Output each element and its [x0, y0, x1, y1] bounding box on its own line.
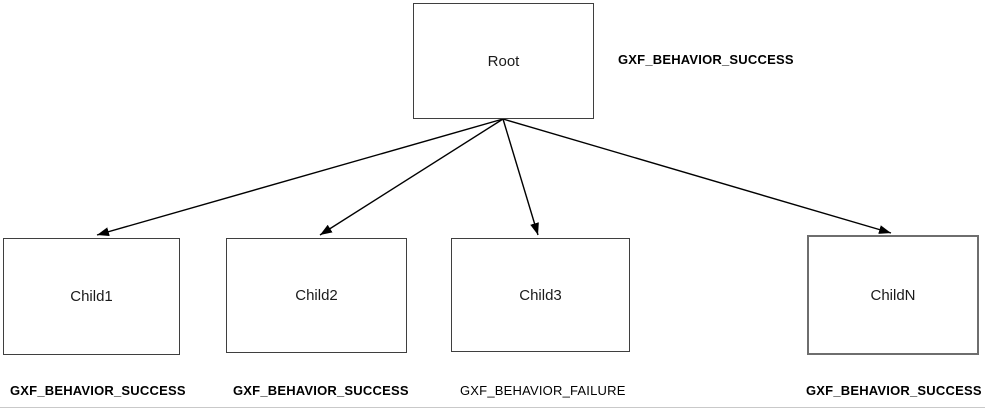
- edge-root-child1: [96, 118, 504, 237]
- node-child3: Child3: [451, 238, 630, 352]
- node-child2-label: Child2: [295, 287, 338, 304]
- node-root-label: Root: [487, 52, 520, 70]
- node-root: Root: [413, 3, 594, 119]
- node-child2: Child2: [226, 238, 407, 353]
- child3-status-label: GXF_BEHAVIOR_FAILURE: [460, 383, 626, 398]
- child1-status-label: GXF_BEHAVIOR_SUCCESS: [10, 383, 186, 398]
- node-childn: ChildN: [807, 235, 979, 355]
- childn-status-label: GXF_BEHAVIOR_SUCCESS: [806, 383, 982, 398]
- edge-root-child3: [502, 118, 539, 236]
- edge-root-childn: [502, 118, 892, 234]
- root-status-label: GXF_BEHAVIOR_SUCCESS: [618, 52, 794, 67]
- child2-status-label: GXF_BEHAVIOR_SUCCESS: [233, 383, 409, 398]
- node-childn-label: ChildN: [870, 286, 916, 304]
- edge-root-child2: [319, 118, 504, 236]
- node-child1: Child1: [3, 238, 180, 355]
- node-child1-label: Child1: [70, 288, 113, 305]
- bottom-divider: [0, 407, 985, 408]
- node-child3-label: Child3: [519, 286, 562, 304]
